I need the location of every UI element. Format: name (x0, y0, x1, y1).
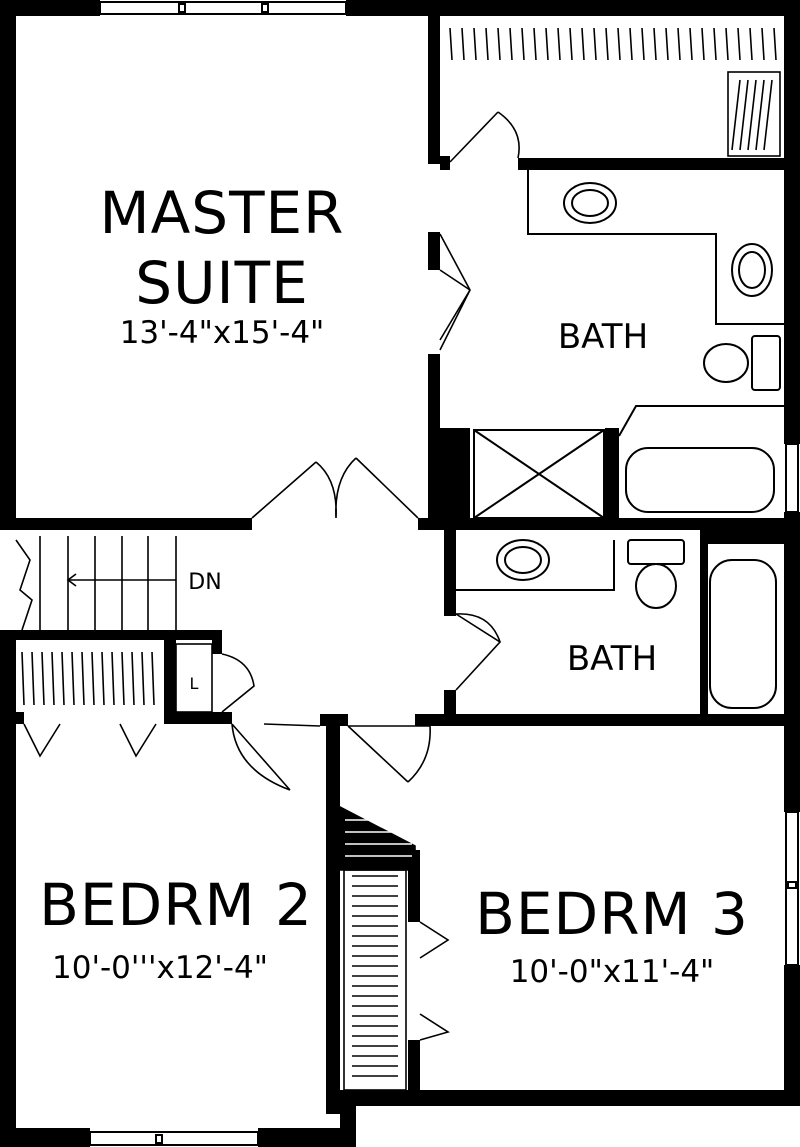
door-swings (23, 111, 520, 1041)
upper-bath-label: BATH (558, 317, 648, 357)
bedroom2-dimensions: 10'-0'''x12'-4" (52, 950, 268, 986)
linen-closet-label: L (190, 674, 199, 693)
stairs-down-label: DN (188, 570, 221, 595)
lower-bath-label: BATH (567, 639, 657, 679)
interior-walls (0, 16, 784, 1114)
closet-hatching (21, 27, 781, 1091)
bedroom3-label: BEDRM 3 (475, 880, 749, 948)
windows (89, 1, 799, 1146)
room-labels: MASTER SUITE 13'-4"x15'-4" BATH BATH BED… (39, 179, 749, 990)
master-suite-label-line1: MASTER (100, 179, 345, 247)
master-suite-label-line2: SUITE (135, 249, 308, 317)
bedroom2-label: BEDRM 2 (39, 871, 313, 939)
bath-fixtures (456, 170, 784, 709)
bedroom3-dimensions: 10'-0"x11'-4" (510, 954, 715, 990)
stairs (15, 536, 416, 871)
master-suite-dimensions: 13'-4"x15'-4" (120, 315, 325, 351)
